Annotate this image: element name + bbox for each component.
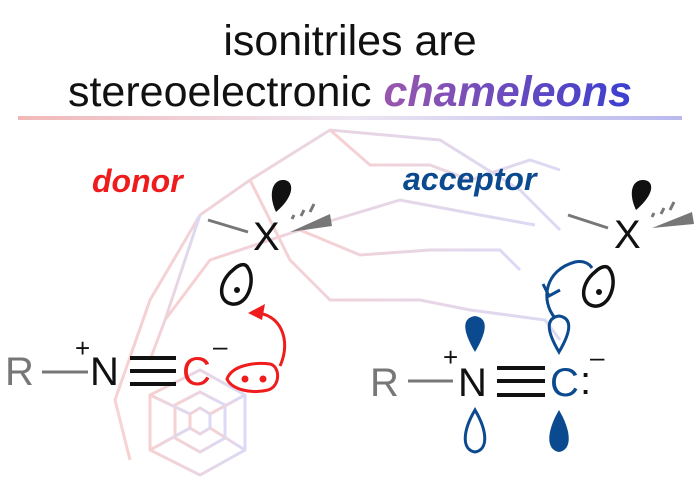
donor-label: donor [92,163,184,199]
donor-panel: donor X R + N C – [5,163,332,394]
radical-orbital-icon [581,264,615,308]
title-line-2: stereoelectronic chameleons [68,68,632,116]
wedge-bond-icon [290,214,332,232]
background-molecule-drawing [113,128,562,477]
lone-pair-dot [259,375,267,383]
acceptor-label: acceptor [403,161,538,197]
x-bond [207,218,249,234]
title-highlight: chameleons [383,68,632,116]
acceptor-atom-r: R [370,361,399,405]
n-p-orbital-open-bottom-icon [463,407,487,454]
x-lobe-icon [631,180,652,210]
acceptor-atom-n: N [458,361,487,405]
acceptor-n-charge: + [443,342,458,372]
title-underline [18,116,682,120]
lone-pair-dot [241,375,249,383]
donation-arrow-icon[interactable] [254,311,287,367]
lone-pair-orbital-icon [225,361,280,394]
triple-bond [497,366,545,397]
acceptor-lone-pair: : [580,359,591,403]
donor-atom-x: X [253,215,280,259]
arrow-head-icon [248,304,265,320]
title-line-1: isonitriles are [223,17,476,65]
radical-orbital-icon [219,262,253,306]
n-p-orbital-filled-top-icon [465,316,485,352]
donor-atom-n: N [90,350,119,394]
donor-atom-r: R [5,350,34,394]
acceptor-atom-x: X [614,213,641,257]
title-prefix: stereoelectronic [68,68,384,116]
donor-n-charge: + [75,333,90,363]
acceptor-atom-c: C [550,361,579,405]
hashed-wedge-icon [290,203,316,220]
radical-dot [596,289,602,295]
donor-c-charge: – [213,331,228,361]
radical-dot [234,287,240,293]
wedge-bond-icon [652,212,694,228]
c-p-orbital-open-top-icon [547,314,571,355]
arrow-head-icon [541,283,561,299]
acceptor-panel: acceptor X R + N C : – [370,161,694,454]
acceptor-c-charge: – [590,342,605,372]
acceptance-arrow-icon[interactable] [545,260,594,319]
x-bond [567,213,609,230]
triple-bond [130,356,176,386]
hashed-wedge-icon [650,201,676,218]
x-lobe-icon [271,180,292,212]
c-p-orbital-filled-bottom-icon [549,410,569,452]
donor-atom-c: C [182,350,211,394]
